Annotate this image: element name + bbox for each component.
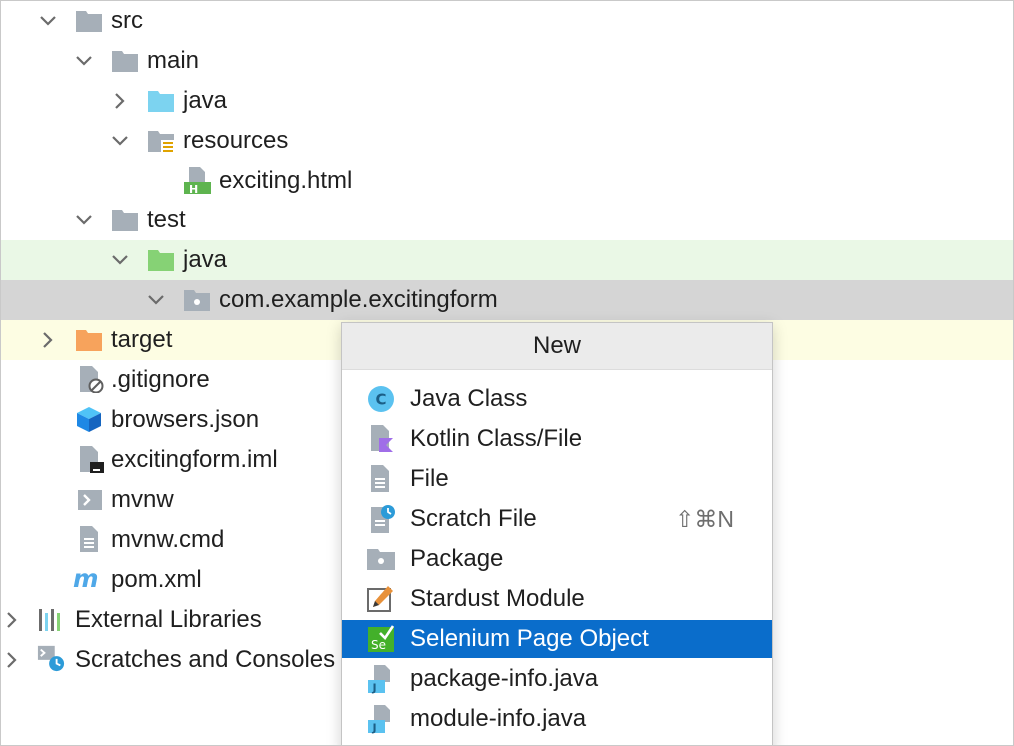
- ignore-file-icon: [77, 365, 105, 393]
- tree-node-iml[interactable]: excitingform.iml: [1, 440, 1013, 480]
- java-file-icon: J: [366, 704, 396, 734]
- tree-node-mvnw-cmd[interactable]: mvnw.cmd: [1, 520, 1013, 560]
- selenium-icon: Se: [366, 624, 396, 654]
- menu-item-label: Stardust Module: [410, 585, 585, 612]
- tree-node-pom-xml[interactable]: m pom.xml: [1, 560, 1013, 600]
- menu-item-module-info[interactable]: J module-info.java: [342, 700, 772, 738]
- svg-text:m: m: [73, 565, 99, 593]
- tree-node-label: External Libraries: [75, 606, 262, 633]
- text-file-icon: [77, 525, 105, 553]
- shell-script-icon: [77, 486, 105, 514]
- tree-node-scratches[interactable]: Scratches and Consoles: [1, 640, 1013, 680]
- chevron-down-icon[interactable]: [109, 249, 131, 271]
- tree-node-label: Scratches and Consoles: [75, 646, 336, 673]
- stardust-module-icon: [366, 584, 396, 614]
- menu-item-label: Scratch File: [410, 505, 537, 532]
- popup-title: New: [342, 323, 772, 370]
- menu-item-file[interactable]: File: [342, 460, 772, 498]
- keyboard-shortcut: ⇧⌘N: [675, 505, 734, 532]
- chevron-down-icon[interactable]: [37, 10, 59, 32]
- tree-node-mvnw[interactable]: mvnw: [1, 480, 1013, 520]
- package-icon: [366, 544, 396, 574]
- tree-node-label: java: [183, 246, 228, 273]
- resources-folder-icon: [147, 127, 175, 155]
- tree-node-label: .gitignore: [111, 366, 210, 393]
- tree-node-resources[interactable]: resources: [1, 121, 1013, 161]
- menu-item-label: Java Class: [410, 385, 528, 412]
- kotlin-file-icon: [366, 424, 396, 454]
- tree-node-label: target: [111, 326, 173, 353]
- tree-node-external-libraries[interactable]: External Libraries: [1, 600, 1013, 640]
- tree-node-label: com.example.excitingform: [219, 286, 498, 313]
- excluded-folder-icon: [75, 326, 103, 354]
- tree-node-java-source[interactable]: java: [1, 81, 1013, 121]
- svg-text:J: J: [372, 722, 377, 735]
- tree-node-label: mvnw: [111, 486, 174, 513]
- menu-item-label: Package: [410, 545, 504, 572]
- libraries-icon: [37, 606, 65, 634]
- tree-node-label: pom.xml: [111, 566, 202, 593]
- scratch-file-icon: [366, 504, 396, 534]
- svg-text:H: H: [189, 183, 198, 194]
- test-folder-icon: [147, 246, 175, 274]
- menu-item-java-class[interactable]: C Java Class: [342, 380, 772, 418]
- file-icon: [366, 464, 396, 494]
- chevron-right-icon[interactable]: [37, 329, 59, 351]
- tree-node-label: exciting.html: [219, 167, 353, 194]
- tree-node-label: src: [111, 7, 143, 34]
- svg-text:J: J: [372, 682, 377, 695]
- source-folder-icon: [147, 87, 175, 115]
- tree-node-label: excitingform.iml: [111, 446, 278, 473]
- tree-node-exciting-html[interactable]: H exciting.html: [1, 161, 1013, 201]
- tree-node-main[interactable]: main: [1, 41, 1013, 81]
- folder-icon: [75, 7, 103, 35]
- menu-item-label: module-info.java: [410, 705, 587, 732]
- menu-item-label: Kotlin Class/File: [410, 425, 583, 452]
- chevron-right-icon[interactable]: [1, 609, 23, 631]
- menu-item-scratch-file[interactable]: Scratch File ⇧⌘N: [342, 500, 772, 538]
- menu-item-label: Selenium Page Object: [410, 625, 649, 652]
- java-class-icon: C: [366, 384, 396, 414]
- menu-item-selenium-page-object[interactable]: Se Selenium Page Object: [342, 620, 772, 658]
- svg-text:Se: Se: [371, 638, 386, 652]
- chevron-down-icon[interactable]: [73, 209, 95, 231]
- menu-item-package-info[interactable]: J package-info.java: [342, 660, 772, 698]
- scratches-icon: [37, 644, 65, 672]
- folder-icon: [111, 206, 139, 234]
- tree-node-label: mvnw.cmd: [111, 526, 225, 553]
- folder-icon: [111, 47, 139, 75]
- tree-node-java-test[interactable]: java: [1, 240, 1013, 280]
- tree-node-test[interactable]: test: [1, 200, 1013, 240]
- maven-icon: m: [73, 565, 101, 593]
- tree-node-label: java: [183, 87, 228, 114]
- tree-node-label: main: [147, 47, 200, 74]
- menu-item-label: File: [410, 465, 449, 492]
- java-file-icon: J: [366, 664, 396, 694]
- tree-node-label: browsers.json: [111, 406, 260, 433]
- svg-text:C: C: [376, 391, 387, 409]
- tree-node-gitignore[interactable]: .gitignore: [1, 360, 1013, 400]
- tree-node-browsers-json[interactable]: browsers.json: [1, 400, 1013, 440]
- chevron-down-icon[interactable]: [109, 130, 131, 152]
- tree-node-label: resources: [183, 127, 289, 154]
- menu-item-kotlin-class[interactable]: Kotlin Class/File: [342, 420, 772, 458]
- chevron-down-icon[interactable]: [73, 50, 95, 72]
- new-popup-menu: New C Java Class Kotlin Class/File: [341, 322, 773, 745]
- tree-node-label: test: [147, 206, 186, 233]
- menu-item-label: package-info.java: [410, 665, 599, 692]
- json-cube-icon: [75, 405, 103, 433]
- chevron-right-icon[interactable]: [109, 90, 131, 112]
- html-file-icon: H: [183, 166, 211, 194]
- iml-file-icon: [77, 445, 105, 473]
- menu-item-stardust-module[interactable]: Stardust Module: [342, 580, 772, 618]
- package-icon: [183, 286, 211, 314]
- chevron-right-icon[interactable]: [1, 649, 23, 671]
- menu-item-package[interactable]: Package: [342, 540, 772, 578]
- tree-node-package[interactable]: com.example.excitingform: [1, 280, 1013, 320]
- tree-node-src[interactable]: src: [1, 1, 1013, 41]
- chevron-down-icon[interactable]: [145, 289, 167, 311]
